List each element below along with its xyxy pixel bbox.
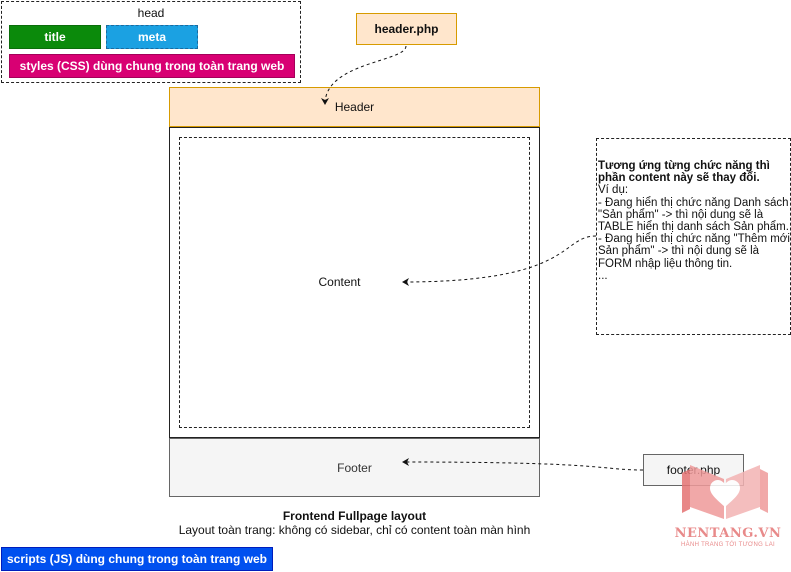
header-php-box: header.php <box>356 13 457 45</box>
diagram-subtitle: Layout toàn trang: không có sidebar, chỉ… <box>178 523 531 537</box>
watermark-tagline: HÀNH TRANG TỚI TƯƠNG LAI <box>681 542 775 548</box>
styles-block: styles (CSS) dùng chung trong toàn trang… <box>9 54 295 78</box>
watermark-name: NENTANG.VN <box>674 526 782 541</box>
footer-section: Footer <box>169 438 540 497</box>
meta-block: meta <box>106 25 198 49</box>
note-heading: Tương ứng từng chức năng thì phần conten… <box>598 160 770 185</box>
header-section: Header <box>169 87 540 127</box>
note-text: Tương ứng từng chức năng thì phần conten… <box>598 160 790 282</box>
content-frame <box>169 127 540 438</box>
title-block: title <box>9 25 101 49</box>
nentang-logo-icon <box>682 465 768 519</box>
content-label: Content <box>318 275 361 289</box>
head-group <box>1 1 301 83</box>
scripts-block: scripts (JS) dùng chung trong toàn trang… <box>1 547 273 571</box>
head-label: head <box>137 6 165 20</box>
content-area <box>179 137 530 428</box>
note-body: Ví dụ: - Đang hiển thị chức năng Danh sá… <box>598 184 790 282</box>
diagram-title: Frontend Fullpage layout <box>282 509 427 523</box>
